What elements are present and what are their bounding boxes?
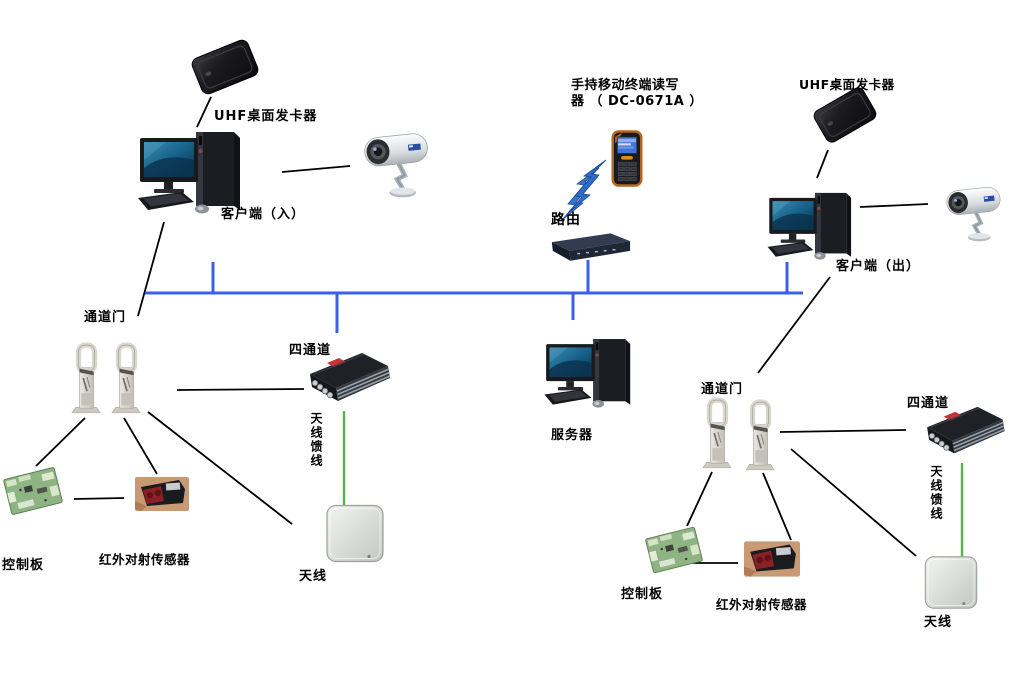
channel-gate-right-1-icon	[703, 400, 731, 468]
client-in-computer-icon	[138, 132, 240, 214]
label-ir-sensor-left: 红外对射传感器	[99, 552, 191, 567]
camera-left-icon	[363, 132, 428, 197]
cable-gate-left-controlboard	[35, 417, 86, 467]
cable-gate-left-antenna	[147, 411, 293, 525]
label-antenna-feeder-right: 天线馈线	[929, 465, 943, 521]
label-channel-gate-right: 通道门	[701, 382, 744, 397]
label-handheld-reader: 手持移动终端读写 器 （ DC-0671A ）	[571, 78, 703, 109]
cable-client-out-camera-right	[859, 203, 929, 208]
server-computer-icon	[544, 339, 631, 408]
label-antenna-feeder-left: 天线馈线	[309, 412, 323, 468]
label-channel-gate-left: 通道门	[84, 310, 127, 325]
uhf-card-issuer-right-icon	[811, 84, 879, 146]
label-control-board-right: 控制板	[621, 587, 664, 602]
channel-gate-left-2-icon	[112, 345, 140, 413]
cable-cardissuer-left-client-in	[196, 96, 212, 128]
label-four-channel-right: 四通道	[907, 396, 950, 411]
cable-client-in-camera-left	[281, 165, 351, 173]
label-uhf-card-issuer-right: UHF桌面发卡器	[799, 77, 895, 92]
uhf-card-issuer-left-icon	[189, 37, 261, 97]
control-board-right-icon	[644, 526, 704, 574]
cable-client-out-gates-right	[757, 276, 831, 374]
panel-antenna-right-icon	[924, 556, 978, 609]
panel-antenna-left-icon	[326, 504, 384, 563]
label-four-channel-left: 四通道	[289, 343, 332, 358]
router-icon	[551, 233, 631, 261]
client-out-computer-icon	[767, 192, 852, 260]
label-server: 服务器	[551, 428, 594, 443]
label-antenna-right: 天线	[924, 615, 953, 630]
cable-gate-left-irsensor	[123, 417, 158, 475]
label-client-out: 客户端（出）	[836, 259, 921, 274]
ir-sensor-left-icon	[135, 477, 189, 511]
cable-gate-right-controlboard	[686, 471, 713, 527]
label-control-board-left: 控制板	[2, 558, 45, 573]
label-client-in: 客户端（入）	[221, 207, 306, 222]
network-bus	[145, 260, 803, 333]
label-router: 路由	[551, 212, 581, 228]
four-channel-reader-right-icon	[926, 406, 1006, 455]
cable-gate-right-antenna	[790, 448, 917, 557]
channel-gate-left-1-icon	[72, 345, 100, 413]
handheld-reader-icon	[611, 130, 643, 187]
cable-lines	[35, 96, 929, 564]
ir-sensor-right-icon	[744, 541, 800, 577]
camera-right-icon	[946, 186, 1002, 241]
label-uhf-card-issuer-left: UHF桌面发卡器	[214, 109, 318, 124]
cable-gate-right-irsensor	[762, 472, 792, 541]
channel-gate-right-2-icon	[746, 402, 774, 470]
cable-client-in-gates-left	[137, 221, 165, 317]
four-channel-reader-left-icon	[309, 352, 391, 402]
cable-gates-right-reader	[779, 429, 907, 433]
control-board-left-icon	[2, 466, 64, 516]
cable-controlboard-irsensor-left	[73, 497, 125, 500]
label-ir-sensor-right: 红外对射传感器	[716, 597, 808, 612]
label-antenna-left: 天线	[299, 569, 328, 584]
cable-cardissuer-right-client-out	[816, 149, 829, 179]
cable-gates-left-reader	[176, 388, 305, 391]
